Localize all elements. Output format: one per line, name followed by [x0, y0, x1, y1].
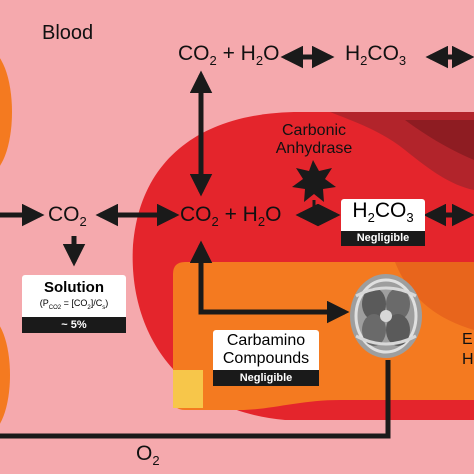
enzyme-star-icon	[292, 160, 336, 202]
h2co3-negligible: Negligible	[341, 231, 425, 246]
solution-box: Solution (PCO2 = [CO2]/Cs) ~ 5%	[22, 275, 126, 333]
yellow-region	[173, 370, 203, 408]
left-cell-top	[0, 58, 12, 166]
o2-line	[0, 360, 391, 439]
h2co3-box: H2CO3 Negligible	[341, 199, 425, 247]
arrow-carbamino	[189, 240, 350, 324]
partial-right-label: E H	[462, 331, 474, 368]
solution-percent: ~ 5%	[22, 317, 126, 333]
left-co2: CO2	[48, 203, 87, 229]
carbamino-negligible: Negligible	[213, 370, 319, 386]
mid-equation: CO2 + H2O	[180, 203, 282, 229]
top-equation: CO2 + H2O	[178, 42, 280, 68]
carbamino-box: Carbamino Compounds Negligible	[213, 330, 319, 386]
carbonic-anhydrase-label: Carbonic Anhydrase	[275, 122, 353, 157]
blood-label: Blood	[42, 22, 94, 44]
hemoglobin-icon	[350, 274, 422, 358]
top-h2co3: H2CO3	[345, 42, 407, 68]
left-cell-bottom	[0, 326, 10, 424]
o2-label: O2	[136, 442, 160, 468]
